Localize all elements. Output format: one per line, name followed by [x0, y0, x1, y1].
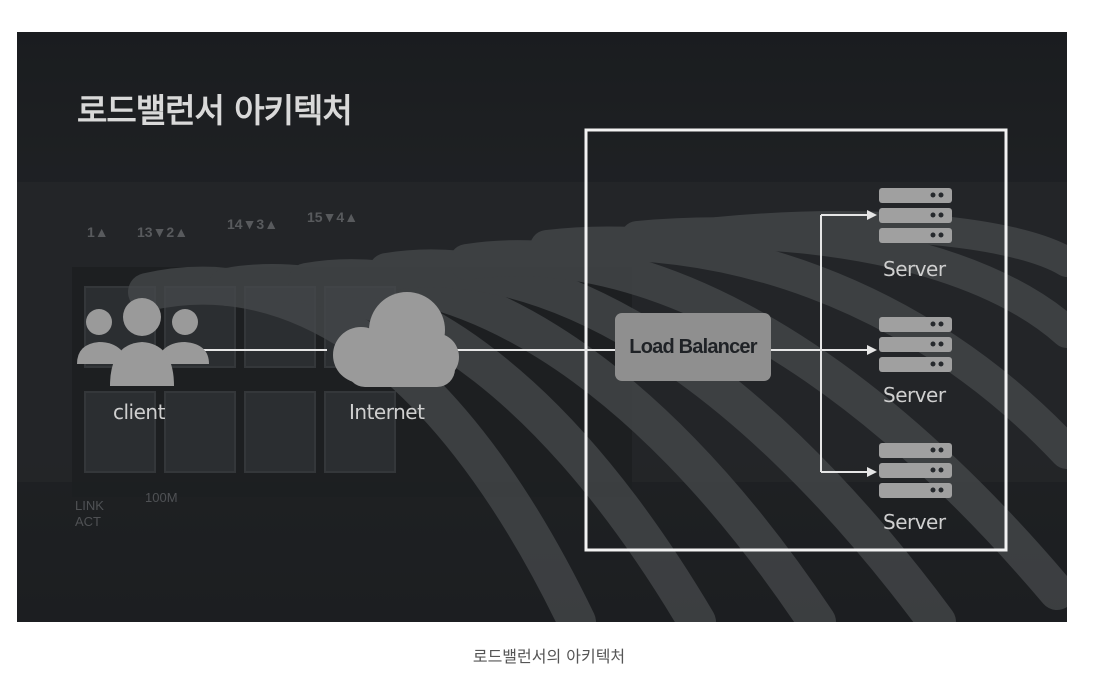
arrow-head-icon [867, 210, 877, 220]
architecture-figure: 1▲ 13▼2▲ 14▼3▲ 15▼4▲ LINK ACT 100M [17, 32, 1067, 622]
cloud-icon [333, 292, 459, 387]
server-label-2: Server [883, 383, 946, 407]
figure-caption: 로드밸런서의 아키텍처 [0, 643, 1098, 667]
server-icon-1 [879, 188, 952, 243]
server-icon-3 [879, 443, 952, 498]
arrow-head-icon [867, 345, 877, 355]
client-label: client [113, 400, 165, 424]
internet-label: Internet [349, 400, 424, 424]
server-icon-2 [879, 317, 952, 372]
arrow-head-icon [867, 467, 877, 477]
server-label-3: Server [883, 510, 946, 534]
users-icon [77, 298, 209, 386]
server-label-1: Server [883, 257, 946, 281]
diagram-title: 로드밸런서 아키텍처 [77, 84, 352, 132]
load-balancer-node: Load Balancer [615, 313, 771, 381]
